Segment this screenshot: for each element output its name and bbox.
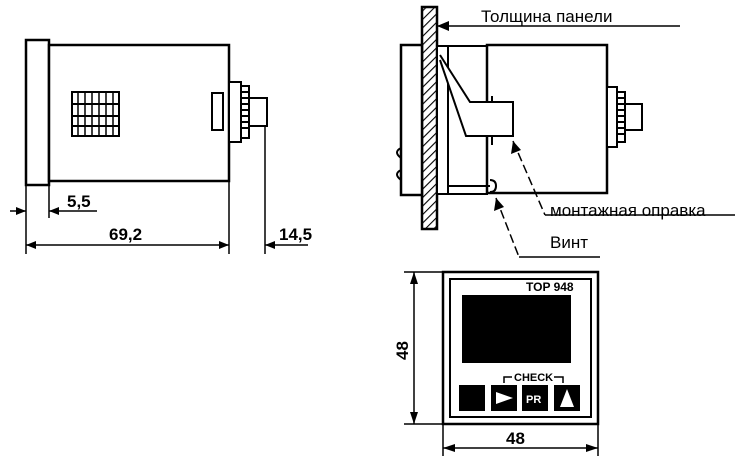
- display-window: [462, 295, 571, 363]
- play-arrow-icon: [496, 392, 513, 404]
- up-arrow-icon: [560, 389, 574, 407]
- rear-connector: [228, 81, 268, 143]
- dim-width: [442, 424, 599, 456]
- panel-thickness-label: Толщина панели: [481, 7, 612, 26]
- dim-height: [404, 271, 443, 425]
- key-pr-label: PR: [526, 394, 541, 406]
- rear-connector-mount: [606, 86, 643, 148]
- leader-mounting-bracket: [511, 140, 735, 216]
- dim-14-5: [265, 241, 308, 249]
- mounting-bracket: [439, 54, 514, 137]
- model-label: TOP 948: [526, 280, 574, 294]
- bezel-clip-upper: [396, 147, 402, 159]
- dim-front-thickness-text: 5,5: [67, 192, 91, 211]
- mount-view: [396, 5, 735, 258]
- leader-panel-thickness: [437, 21, 680, 31]
- side-view: [10, 38, 308, 254]
- dim-width-text: 48: [506, 429, 525, 448]
- front-bezel-mount: [399, 43, 424, 197]
- mounting-bracket-label: монтажная оправка: [550, 201, 706, 220]
- extension-lines: [25, 126, 266, 254]
- dim-5-5: [10, 207, 97, 215]
- latch: [211, 92, 224, 131]
- panel: [420, 5, 439, 231]
- screw: [489, 179, 498, 193]
- leader-screw: [494, 197, 600, 258]
- check-label: CHECK: [514, 372, 553, 384]
- check-bracket: [503, 376, 564, 383]
- key-pr[interactable]: [522, 385, 548, 411]
- dim-height-text: 48: [393, 341, 412, 360]
- key-blank[interactable]: [459, 385, 485, 411]
- dim-body-length-text: 69,2: [109, 225, 142, 244]
- vent-grille: [71, 91, 120, 137]
- dim-terminal-length-text: 14,5: [279, 225, 312, 244]
- front-bezel: [24, 38, 51, 187]
- screw-label: Винт: [550, 233, 588, 252]
- dim-69-2: [26, 241, 229, 249]
- front-view: [404, 270, 600, 456]
- bezel-clip-lower: [396, 169, 402, 181]
